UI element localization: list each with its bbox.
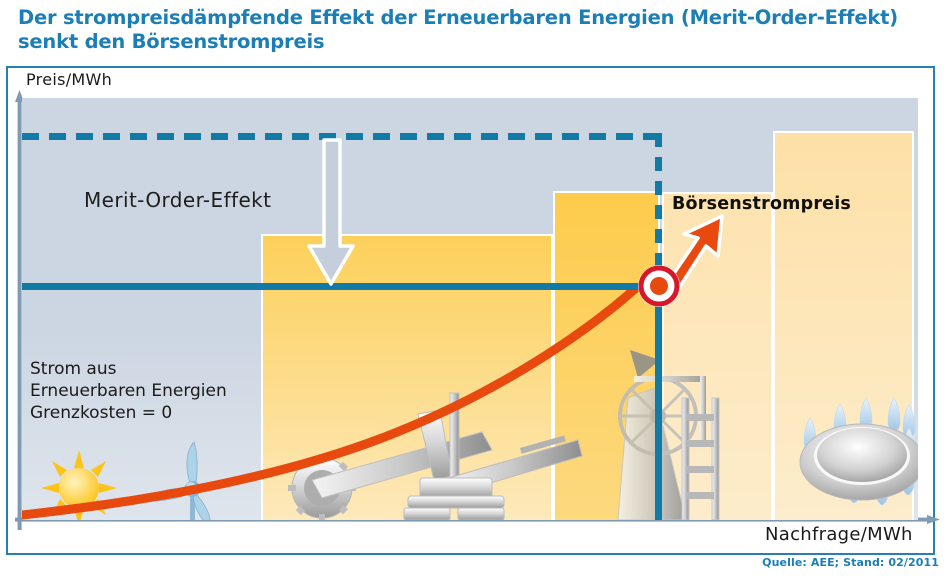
gas-burner-icon [799,397,918,506]
renewables-label: Strom aus Erneuerbaren Energien Grenzkos… [30,358,227,424]
merit-order-effect-arrow-icon [307,138,355,286]
page-title-line2: senkt den Börsenstrompreis [18,30,325,53]
machinery-icon [311,392,583,520]
price-line-without-renewables [22,133,666,140]
merit-order-effect-label: Merit-Order-Effekt [84,188,272,212]
x-axis-label: Nachfrage/MWh [765,524,913,545]
demand-line-dashed [655,133,662,288]
renewables-label-line1: Strom aus [30,359,117,379]
intersection-marker [638,265,680,307]
demand-line-solid [655,286,662,520]
machinery-icon-group [288,392,583,520]
source-note: Quelle: AEE; Stand: 02/2011 [762,556,939,569]
renewables-label-line2: Erneuerbaren Energien [30,381,227,401]
y-axis-label: Preis/MWh [26,70,113,89]
price-line-exchange [22,283,660,290]
page-title: Der strompreisdämpfende Effekt der Erneu… [18,6,928,54]
supply-curve [22,283,641,520]
ladder-icon [681,397,720,520]
page-title-line1: Der strompreisdämpfende Effekt der Erneu… [18,6,898,29]
plot-area: Merit-Order-Effekt Strom aus Erneuerbare… [22,98,918,520]
y-axis-arrow-icon [15,90,24,530]
exchange-price-label: Börsenstrompreis [672,194,852,214]
renewables-label-line3: Grenzkosten = 0 [30,403,173,423]
